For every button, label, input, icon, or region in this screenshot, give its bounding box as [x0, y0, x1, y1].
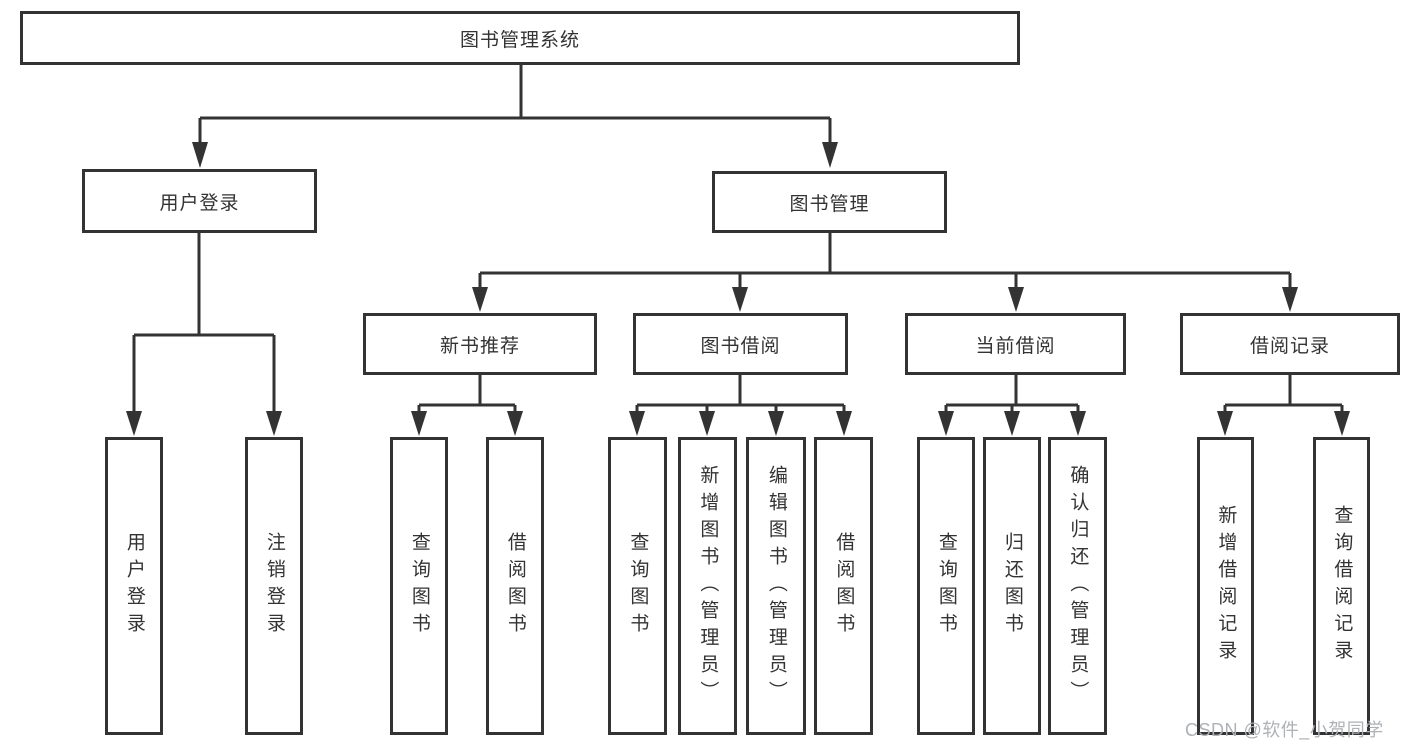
node-library-management-system: 图书管理系统 [20, 11, 1020, 65]
node-leaf-logout: 注销登录 [245, 437, 303, 735]
node-label: 新书推荐 [439, 335, 520, 357]
node-label: 查询图书 [627, 532, 649, 640]
node-leaf-user-login: 用户登录 [105, 437, 163, 735]
node-leaf-edit-books-admin: 编辑图书（管理员） [746, 437, 806, 735]
node-leaf-borrow-books: 借阅图书 [814, 437, 873, 735]
node-leaf-add-borrow-record: 新增借阅记录 [1197, 437, 1254, 735]
node-label: 用户登录 [123, 532, 145, 640]
node-leaf-query-books-borrowing: 查询图书 [608, 437, 667, 735]
node-current-borrowing: 当前借阅 [905, 313, 1126, 375]
node-book-management: 图书管理 [712, 171, 947, 233]
csdn-watermark: CSDN @软件_小贺同学 [1185, 720, 1384, 740]
node-leaf-return-books: 归还图书 [983, 437, 1041, 735]
node-leaf-query-books-current: 查询图书 [917, 437, 975, 735]
node-label: 借阅图书 [504, 532, 526, 640]
node-label: 当前借阅 [975, 335, 1056, 357]
node-leaf-confirm-return-admin: 确认归还（管理员） [1048, 437, 1107, 735]
node-label: 用户登录 [159, 192, 240, 214]
node-new-book-recommendation: 新书推荐 [363, 313, 597, 375]
node-label: 注销登录 [263, 532, 285, 640]
node-label: 确认归还（管理员） [1067, 464, 1089, 708]
node-label: 图书管理系统 [459, 29, 580, 51]
node-label: 图书借阅 [700, 335, 781, 357]
node-book-borrowing: 图书借阅 [633, 313, 848, 375]
node-label: 查询图书 [935, 532, 957, 640]
node-label: 查询借阅记录 [1331, 505, 1353, 667]
node-label: 借阅图书 [833, 532, 855, 640]
node-label: 编辑图书（管理员） [765, 464, 787, 708]
node-label: 借阅记录 [1249, 335, 1330, 357]
node-user-login: 用户登录 [82, 169, 317, 233]
node-leaf-add-books-admin: 新增图书（管理员） [678, 437, 737, 735]
node-leaf-query-borrow-record: 查询借阅记录 [1313, 437, 1370, 735]
node-label: 新增借阅记录 [1215, 505, 1237, 667]
node-leaf-borrow-books-recommend: 借阅图书 [486, 437, 544, 735]
node-borrowing-records: 借阅记录 [1180, 313, 1400, 375]
node-label: 新增图书（管理员） [697, 464, 719, 708]
node-label: 归还图书 [1001, 532, 1023, 640]
node-label: 查询图书 [408, 532, 430, 640]
node-label: 图书管理 [789, 193, 870, 215]
node-leaf-query-books-recommend: 查询图书 [390, 437, 448, 735]
